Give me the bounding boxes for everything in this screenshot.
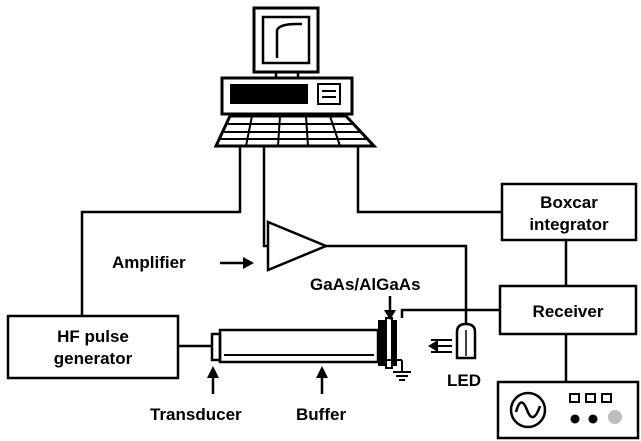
boxcar-label-line2: integrator bbox=[529, 215, 609, 234]
led-icon bbox=[428, 322, 477, 360]
amplifier-triangle-icon bbox=[266, 220, 330, 272]
buffer-label: Buffer bbox=[296, 405, 346, 424]
amplifier-label: Amplifier bbox=[112, 253, 186, 272]
computer-icon bbox=[213, 6, 378, 148]
receiver-label: Receiver bbox=[533, 302, 604, 321]
buffer-arrow bbox=[316, 366, 328, 394]
hf-label-line2: generator bbox=[54, 349, 133, 368]
boxcar-label-line1: Boxcar bbox=[540, 193, 598, 212]
receiver-box: Receiver bbox=[498, 284, 638, 336]
hf-label-line1: HF pulse bbox=[57, 327, 129, 346]
hf-pulse-generator-box: HF pulse generator bbox=[6, 314, 180, 380]
sample-label: GaAs/AlGaAs bbox=[310, 275, 421, 294]
buffer-rod bbox=[218, 328, 380, 364]
amplifier-arrow bbox=[220, 257, 254, 269]
sine-wave-icon bbox=[509, 391, 547, 429]
transducer-label: Transducer bbox=[150, 405, 242, 424]
wires bbox=[80, 146, 568, 382]
led-label: LED bbox=[447, 371, 481, 390]
oscilloscope bbox=[496, 380, 640, 440]
transducer-arrow bbox=[207, 366, 219, 394]
sample-arrow bbox=[384, 296, 396, 320]
boxcar-integrator-box: Boxcar integrator bbox=[500, 182, 638, 242]
sample-stack bbox=[378, 317, 402, 369]
ground-icon bbox=[393, 360, 411, 381]
